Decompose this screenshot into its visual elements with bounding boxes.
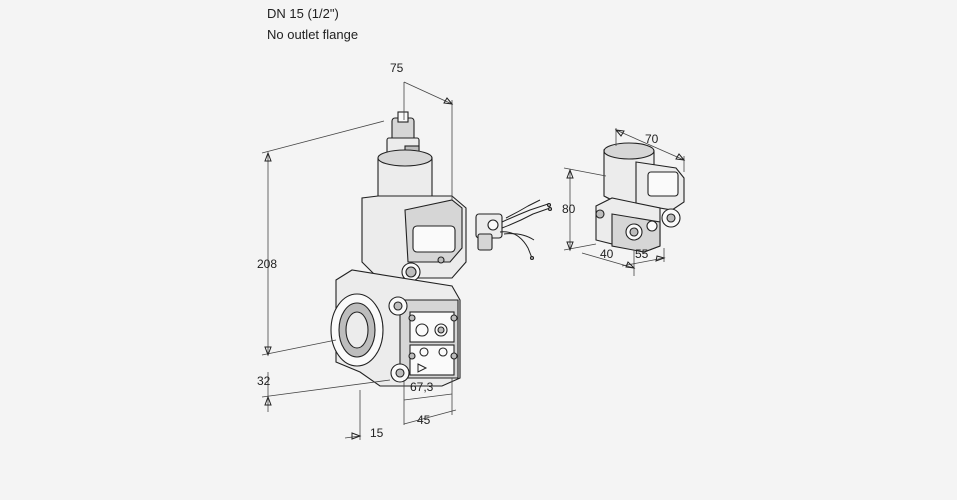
- dim-80-label: 80: [562, 202, 576, 216]
- dim-45-label: 45: [417, 413, 431, 427]
- main-valve: 208 32 75 67,3 45 15: [257, 61, 467, 440]
- diagram-title: DN 15 (1/2"): [267, 6, 339, 21]
- dim-32: 32: [257, 372, 391, 412]
- actuator-cylinder: [377, 149, 433, 203]
- dim-208: 208: [257, 120, 385, 357]
- dim-40-55: 40 55: [581, 247, 666, 276]
- dim-75-label: 75: [390, 61, 404, 75]
- dim-70: 70: [614, 128, 686, 172]
- dim-40-label: 40: [600, 247, 614, 261]
- plug-connector: [475, 199, 553, 261]
- dim-208-label: 208: [257, 257, 277, 271]
- detail-valve: 70 80 40 55: [562, 128, 686, 276]
- dim-80: 80: [562, 167, 607, 252]
- dim-75: 75: [390, 61, 454, 200]
- dim-70-label: 70: [645, 132, 659, 146]
- dim-bottom: 67,3 45 15: [344, 378, 457, 440]
- dim-55-label: 55: [635, 247, 649, 261]
- diagram-subtitle: No outlet flange: [267, 27, 359, 42]
- dim-15-label: 15: [370, 426, 384, 440]
- dim-32-label: 32: [257, 374, 271, 388]
- actuator-housing: [361, 195, 467, 282]
- dim-67-3-label: 67,3: [410, 380, 434, 394]
- valve-body: [330, 269, 461, 387]
